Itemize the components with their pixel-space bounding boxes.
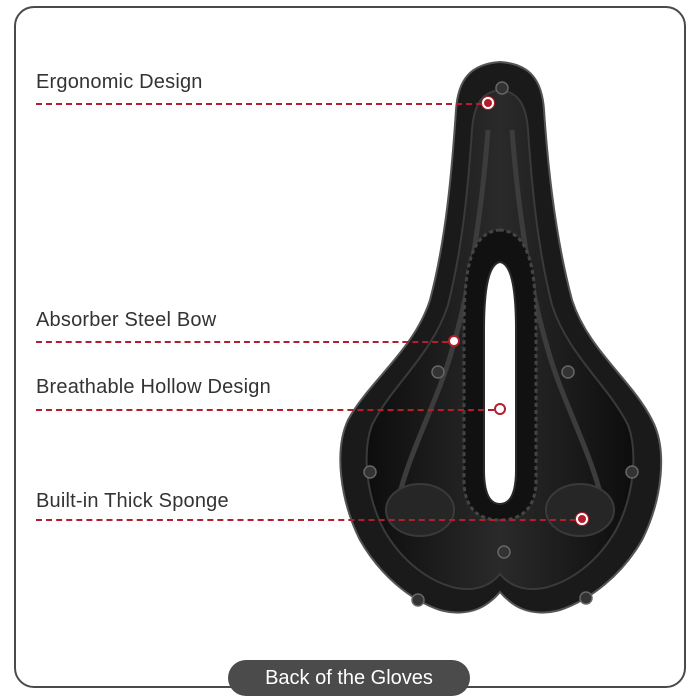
screw-rear-left: [411, 593, 425, 607]
callout-marker-ergonomic-design: [482, 97, 494, 109]
screw-left-mid: [363, 465, 377, 479]
steel-rail-right: [509, 129, 605, 501]
screw-right-mid: [625, 465, 639, 479]
callout-leader-absorber-steel-bow: [36, 341, 448, 343]
screw-rear-center: [497, 545, 511, 559]
callout-leader-ergonomic-design: [36, 103, 482, 105]
callout-leader-breathable-hollow-design: [36, 409, 494, 411]
steel-rail-left: [395, 129, 491, 501]
callout-label-breathable-hollow-design: Breathable Hollow Design: [36, 376, 271, 398]
callout-label-built-in-thick-sponge: Built-in Thick Sponge: [36, 490, 229, 512]
caption-badge: Back of the Gloves: [228, 660, 470, 696]
sponge-pad-right: [545, 483, 615, 537]
callout-marker-absorber-steel-bow: [448, 335, 460, 347]
screw-left-upper: [431, 365, 445, 379]
screw-rear-right: [579, 591, 593, 605]
screw-right-upper: [561, 365, 575, 379]
callout-label-ergonomic-design: Ergonomic Design: [36, 71, 203, 93]
callout-leader-built-in-thick-sponge: [36, 519, 576, 521]
callout-marker-built-in-thick-sponge: [576, 513, 588, 525]
screw-nose: [495, 81, 509, 95]
sponge-pad-left: [385, 483, 455, 537]
callout-marker-breathable-hollow-design: [494, 403, 506, 415]
callout-label-absorber-steel-bow: Absorber Steel Bow: [36, 309, 217, 331]
breathable-hollow-cutout: [483, 260, 517, 506]
